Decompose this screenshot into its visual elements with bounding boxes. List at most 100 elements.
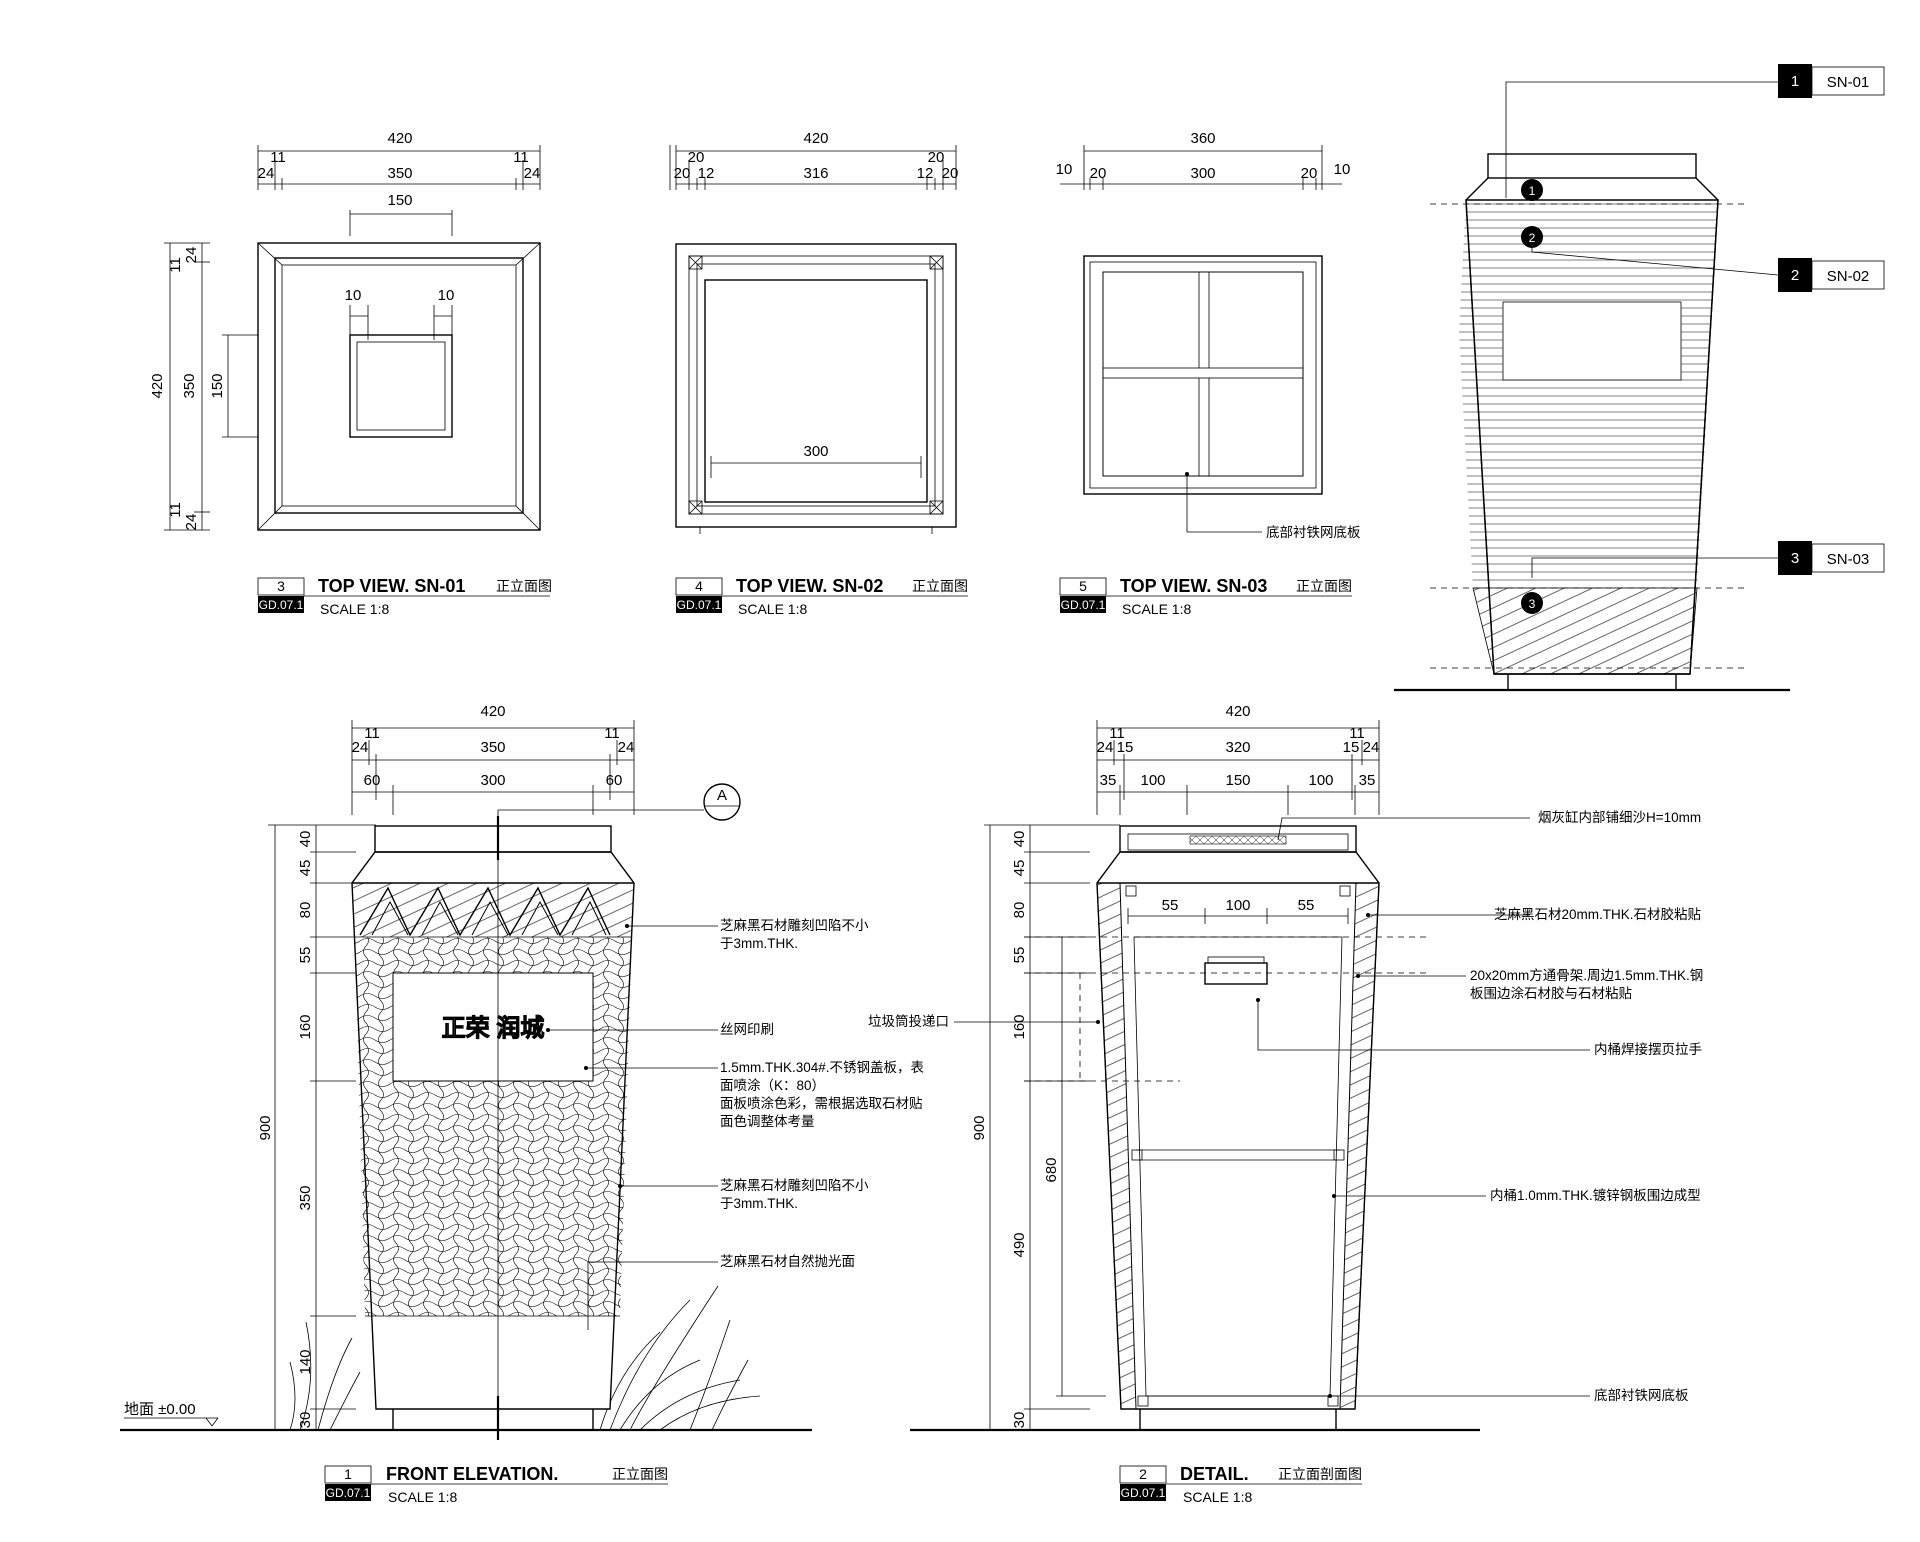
dim-text: 60 [364,772,381,789]
dim-text: 100 [1308,772,1333,789]
view-number: 5 [1079,578,1087,594]
dim-text: 11 [167,502,184,518]
view-scale: SCALE 1:8 [320,601,389,617]
view-title-cn: 正立面剖面图 [1278,1466,1362,1482]
dim-text: 11 [604,725,620,742]
grass-sketch [289,1285,761,1431]
view-scale: SCALE 1:8 [738,601,807,617]
dim-text: 24 [1363,739,1380,756]
note-text: 板围边涂石材胶与石材粘贴 [1470,985,1632,1001]
note-text: 于3mm.THK. [720,936,798,951]
dim-text: 300 [1190,165,1215,182]
dim-text: 35 [1100,772,1117,789]
view-scale: SCALE 1:8 [388,1489,457,1505]
note-text: 丝网印刷 [720,1022,774,1037]
dim-text: 320 [1225,739,1250,756]
view-title: TOP VIEW. SN-02 [736,576,883,596]
view-number: 3 [277,578,285,594]
view-title: TOP VIEW. SN-01 [318,576,465,596]
key-bubble: 3 [1529,597,1536,611]
note-text: 烟灰缸内部铺细沙H=10mm [1538,809,1701,825]
note-text: 1.5mm.THK.304#.不锈钢盖板，表 [720,1060,925,1075]
view-title: DETAIL. [1180,1464,1249,1484]
dim-text: 60 [606,772,623,789]
dim-text: 20 [674,165,691,182]
dim-text: 24 [618,739,635,756]
dim-text: 20 [1301,165,1318,182]
key-bubble: 1 [1529,184,1536,198]
detail-section: 420 11 11 24 15 320 15 24 35 100 150 100… [868,703,1703,1505]
sheet-code: GD.07.1 [1121,1486,1166,1500]
dim-text: 150 [387,192,412,209]
dim-text: 10 [438,287,455,304]
dim-text: 80 [1011,902,1028,919]
key-bubble: 2 [1529,231,1536,245]
dim-text: 11 [270,149,286,166]
dim-text: 45 [297,860,314,877]
note-text: 内桶1.0mm.THK.镀锌钢板围边成型 [1490,1187,1701,1203]
view-scale: SCALE 1:8 [1122,601,1191,617]
note-text: 内桶焊接摆页拉手 [1594,1041,1702,1057]
dim-text: 11 [1349,725,1365,742]
dim-text: 300 [803,443,828,460]
dim-text: 24 [183,514,200,531]
dim-text: 20 [942,165,959,182]
dim-text: 11 [513,149,529,166]
dim-text: 160 [1011,1014,1028,1039]
front-elevation: 420 11 11 24 350 24 60 300 60 40 45 80 5… [120,703,925,1505]
sheet-code: GD.07.1 [259,598,304,612]
sn-tag-label: SN-02 [1827,268,1870,285]
dim-text: 24 [352,739,369,756]
sn-tag-number: 1 [1791,73,1799,90]
note-text: 芝麻黑石材自然抛光面 [720,1253,855,1269]
dim-text: 316 [803,165,828,182]
dim-text: 80 [297,902,314,919]
dim-text: 24 [1097,739,1114,756]
sn-tag-number: 3 [1791,550,1799,567]
sn-tag-label: SN-03 [1827,551,1870,568]
dim-text: 24 [183,247,200,264]
sheet-code: GD.07.1 [677,598,722,612]
note-text: 面板喷涂色彩，需根据选取石材贴 [720,1095,923,1111]
dim-text: 24 [258,165,275,182]
view-title: FRONT ELEVATION. [386,1464,558,1484]
dim-text: 55 [1011,947,1028,964]
dim-text: 350 [181,373,198,398]
sheet-code: GD.07.1 [1061,598,1106,612]
dim-text: 55 [1298,897,1315,914]
dim-text: 40 [1011,831,1028,848]
dim-text: 24 [524,165,541,182]
dim-text: 55 [297,947,314,964]
dim-text: 10 [345,287,362,304]
dim-text: 12 [917,165,934,182]
dim-text: 420 [803,130,828,147]
note-text: 芝麻黑石材雕刻凹陷不小 [720,918,869,933]
note-text: 于3mm.THK. [720,1196,798,1211]
dim-text: 140 [297,1349,314,1374]
sn-tag-label: SN-01 [1827,74,1870,91]
dim-text: 12 [698,165,715,182]
note-text: 芝麻黑石材20mm.THK.石材胶粘贴 [1494,906,1701,922]
view-title-cn: 正立面图 [1296,578,1352,594]
view-number: 1 [344,1466,352,1482]
dim-text: 300 [480,772,505,789]
dim-text: 420 [387,130,412,147]
dim-text: 160 [297,1014,314,1039]
dim-text: 40 [297,831,314,848]
view-scale: SCALE 1:8 [1183,1489,1252,1505]
note-text: 面色调整体考量 [720,1113,815,1129]
dim-text: 680 [1043,1157,1060,1182]
dim-text: 30 [1011,1412,1028,1429]
dim-text: 35 [1359,772,1376,789]
dim-text: 45 [1011,860,1028,877]
dim-text: 10 [1334,161,1351,178]
dim-text: 11 [167,257,184,273]
view-number: 4 [695,578,703,594]
section-mark: A [717,787,727,804]
note-text: 20x20mm方通骨架.周边1.5mm.THK.钢 [1470,968,1703,983]
view-title-cn: 正立面图 [612,1466,668,1482]
dim-text: 150 [209,373,226,398]
dim-text: 55 [1162,897,1179,914]
dim-text: 350 [387,165,412,182]
note-text: 底部衬铁网底板 [1594,1388,1689,1403]
